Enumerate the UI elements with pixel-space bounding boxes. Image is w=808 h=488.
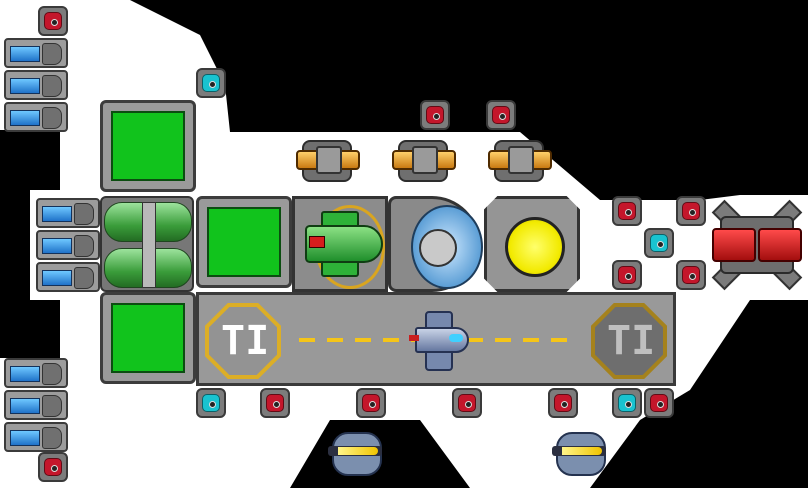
- thruster-icon: [36, 230, 100, 260]
- turret-icon[interactable]: [392, 136, 456, 182]
- drone-icon[interactable]: [324, 428, 388, 476]
- pad-glyph: TI: [607, 318, 656, 364]
- thruster-icon: [4, 70, 68, 100]
- landing-pad: TI: [591, 303, 667, 379]
- turret-icon[interactable]: [296, 136, 360, 182]
- turret-icon[interactable]: [488, 136, 552, 182]
- red-turret-icon[interactable]: [708, 196, 803, 291]
- cargo-icon[interactable]: [196, 196, 292, 288]
- landing-pad: TI: [205, 303, 281, 379]
- landing-strip[interactable]: TI TI: [196, 292, 676, 386]
- red-pod-icon[interactable]: [356, 388, 386, 418]
- red-pod-icon[interactable]: [420, 100, 450, 130]
- red-pod-icon[interactable]: [612, 260, 642, 290]
- red-pod-icon[interactable]: [676, 260, 706, 290]
- drone-icon[interactable]: [548, 428, 612, 476]
- red-pod-icon[interactable]: [644, 388, 674, 418]
- red-pod-icon[interactable]: [486, 100, 516, 130]
- cyan-pod-icon[interactable]: [644, 228, 674, 258]
- cyan-pod-icon[interactable]: [196, 388, 226, 418]
- thruster-icon: [4, 358, 68, 388]
- red-pod-icon[interactable]: [676, 196, 706, 226]
- red-pod-icon[interactable]: [612, 196, 642, 226]
- cargo-icon[interactable]: [100, 100, 196, 192]
- ship-icon[interactable]: [409, 309, 469, 371]
- thruster-icon: [4, 102, 68, 132]
- red-pod-icon[interactable]: [260, 388, 290, 418]
- thruster-icon: [36, 198, 100, 228]
- red-pod-icon[interactable]: [38, 6, 68, 36]
- thruster-icon: [4, 390, 68, 420]
- tank-frame: [142, 202, 156, 288]
- cyan-pod-icon[interactable]: [612, 388, 642, 418]
- red-pod-icon[interactable]: [452, 388, 482, 418]
- thruster-icon: [4, 38, 68, 68]
- cyan-pod-icon[interactable]: [196, 68, 226, 98]
- reactor-icon[interactable]: [484, 196, 580, 292]
- thruster-icon: [4, 422, 68, 452]
- red-pod-icon[interactable]: [38, 452, 68, 482]
- fighter-bay-icon[interactable]: [292, 196, 388, 292]
- red-pod-icon[interactable]: [548, 388, 578, 418]
- cargo-icon[interactable]: [100, 292, 196, 384]
- shield-dome-icon[interactable]: [388, 196, 483, 292]
- thruster-icon: [36, 262, 100, 292]
- fuel-tank-icon[interactable]: [100, 196, 194, 292]
- pad-glyph: TI: [221, 318, 270, 364]
